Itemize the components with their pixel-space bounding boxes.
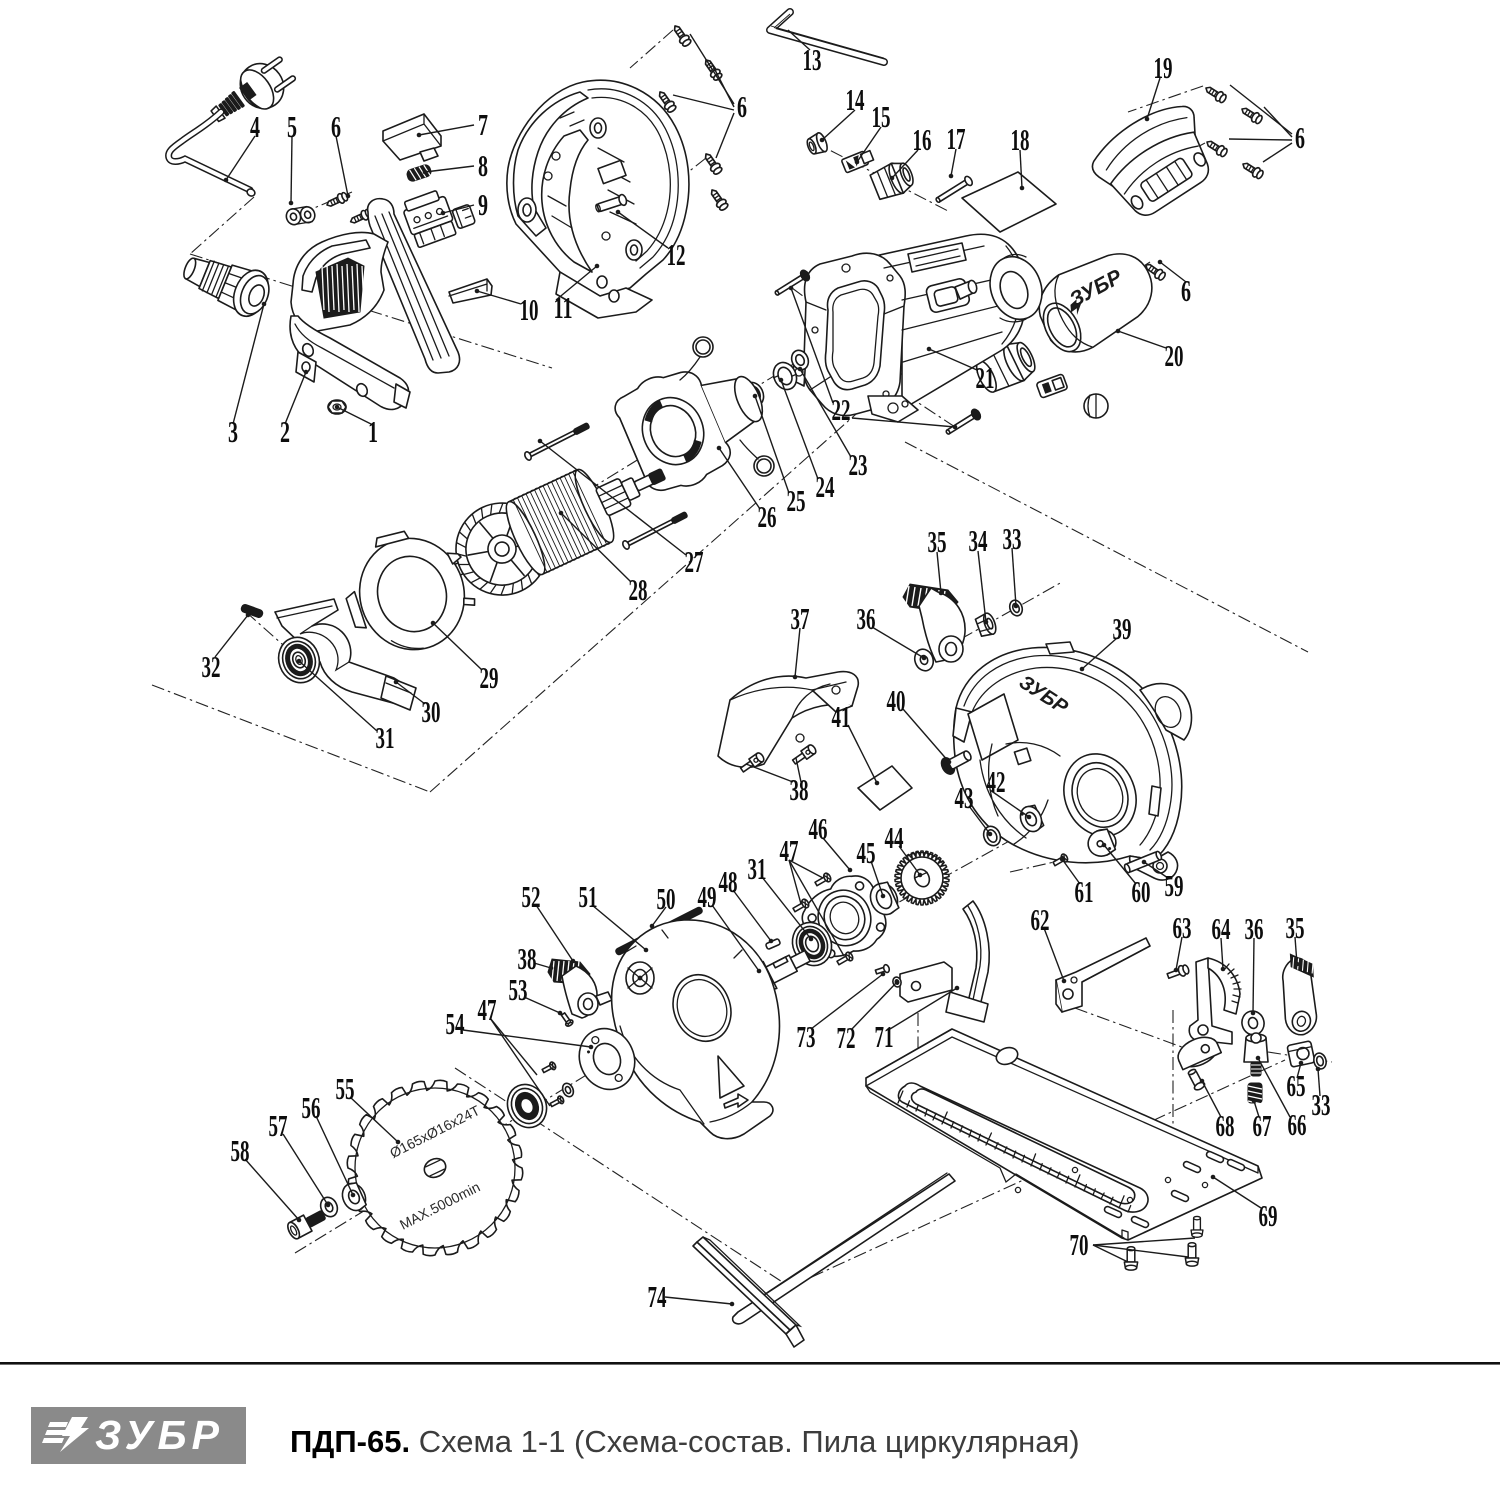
svg-text:27: 27 — [685, 544, 704, 579]
svg-text:52: 52 — [522, 879, 541, 914]
svg-text:17: 17 — [947, 121, 966, 156]
svg-text:6: 6 — [1295, 120, 1305, 155]
svg-text:61: 61 — [1075, 874, 1094, 909]
svg-text:71: 71 — [875, 1019, 894, 1054]
svg-text:51: 51 — [579, 879, 598, 914]
svg-text:49: 49 — [698, 879, 717, 914]
svg-text:70: 70 — [1070, 1227, 1089, 1262]
svg-text:68: 68 — [1216, 1108, 1235, 1143]
svg-text:31: 31 — [748, 851, 767, 886]
svg-text:42: 42 — [987, 764, 1006, 799]
svg-text:24: 24 — [816, 469, 835, 504]
svg-text:44: 44 — [885, 820, 904, 855]
svg-text:35: 35 — [1286, 910, 1305, 945]
svg-text:18: 18 — [1011, 122, 1030, 157]
svg-text:62: 62 — [1031, 902, 1050, 937]
svg-text:63: 63 — [1173, 910, 1192, 945]
svg-text:11: 11 — [554, 290, 573, 325]
svg-text:31: 31 — [376, 720, 395, 755]
svg-text:56: 56 — [302, 1090, 321, 1125]
svg-text:60: 60 — [1132, 874, 1151, 909]
svg-text:69: 69 — [1259, 1198, 1278, 1233]
svg-text:34: 34 — [969, 523, 988, 558]
svg-text:3: 3 — [228, 414, 238, 449]
svg-text:37: 37 — [791, 601, 810, 636]
svg-text:21: 21 — [976, 360, 995, 395]
svg-text:73: 73 — [797, 1019, 816, 1054]
svg-text:29: 29 — [480, 660, 499, 695]
svg-text:36: 36 — [1245, 911, 1264, 946]
svg-text:16: 16 — [913, 122, 932, 157]
svg-text:25: 25 — [787, 483, 806, 518]
svg-text:5: 5 — [287, 109, 297, 144]
svg-text:22: 22 — [832, 392, 851, 427]
svg-text:58: 58 — [231, 1133, 250, 1168]
svg-text:ЗУБР: ЗУБР — [95, 1412, 224, 1458]
svg-text:32: 32 — [202, 649, 221, 684]
svg-text:48: 48 — [719, 864, 738, 899]
svg-text:6: 6 — [1181, 273, 1191, 308]
svg-text:39: 39 — [1113, 611, 1132, 646]
svg-text:12: 12 — [667, 237, 686, 272]
svg-text:14: 14 — [846, 82, 865, 117]
svg-text:43: 43 — [955, 780, 974, 815]
svg-text:19: 19 — [1154, 50, 1173, 85]
svg-text:20: 20 — [1165, 338, 1184, 373]
svg-text:74: 74 — [648, 1279, 667, 1314]
svg-text:33: 33 — [1003, 521, 1022, 556]
svg-text:4: 4 — [250, 109, 260, 144]
svg-text:54: 54 — [446, 1006, 465, 1041]
svg-text:57: 57 — [269, 1108, 288, 1143]
svg-text:38: 38 — [790, 772, 809, 807]
svg-text:50: 50 — [657, 881, 676, 916]
svg-text:59: 59 — [1165, 868, 1184, 903]
svg-text:13: 13 — [803, 42, 822, 77]
svg-text:47: 47 — [478, 992, 497, 1027]
svg-text:47: 47 — [780, 833, 799, 868]
svg-text:9: 9 — [478, 187, 488, 222]
svg-text:10: 10 — [520, 292, 539, 327]
svg-text:2: 2 — [280, 414, 290, 449]
svg-text:41: 41 — [832, 699, 851, 734]
svg-text:1: 1 — [368, 414, 378, 449]
svg-text:65: 65 — [1287, 1068, 1306, 1103]
svg-text:15: 15 — [872, 99, 891, 134]
svg-text:23: 23 — [849, 447, 868, 482]
svg-text:66: 66 — [1288, 1107, 1307, 1142]
svg-text:8: 8 — [478, 148, 488, 183]
svg-text:72: 72 — [837, 1020, 856, 1055]
svg-text:ПДП-65. Схема 1-1 (Схема-соста: ПДП-65. Схема 1-1 (Схема-состав. Пила ци… — [290, 1424, 1080, 1459]
svg-text:36: 36 — [857, 601, 876, 636]
svg-text:64: 64 — [1212, 911, 1231, 946]
svg-text:26: 26 — [758, 499, 777, 534]
svg-text:45: 45 — [857, 835, 876, 870]
svg-text:6: 6 — [737, 89, 747, 124]
svg-text:28: 28 — [629, 572, 648, 607]
svg-text:7: 7 — [478, 107, 488, 142]
svg-text:46: 46 — [809, 811, 828, 846]
svg-text:6: 6 — [331, 109, 341, 144]
svg-text:30: 30 — [422, 694, 441, 729]
svg-text:53: 53 — [509, 972, 528, 1007]
svg-text:40: 40 — [887, 683, 906, 718]
svg-text:67: 67 — [1253, 1108, 1272, 1143]
svg-text:33: 33 — [1312, 1087, 1331, 1122]
svg-text:35: 35 — [928, 524, 947, 559]
svg-text:55: 55 — [336, 1071, 355, 1106]
svg-text:38: 38 — [518, 941, 537, 976]
